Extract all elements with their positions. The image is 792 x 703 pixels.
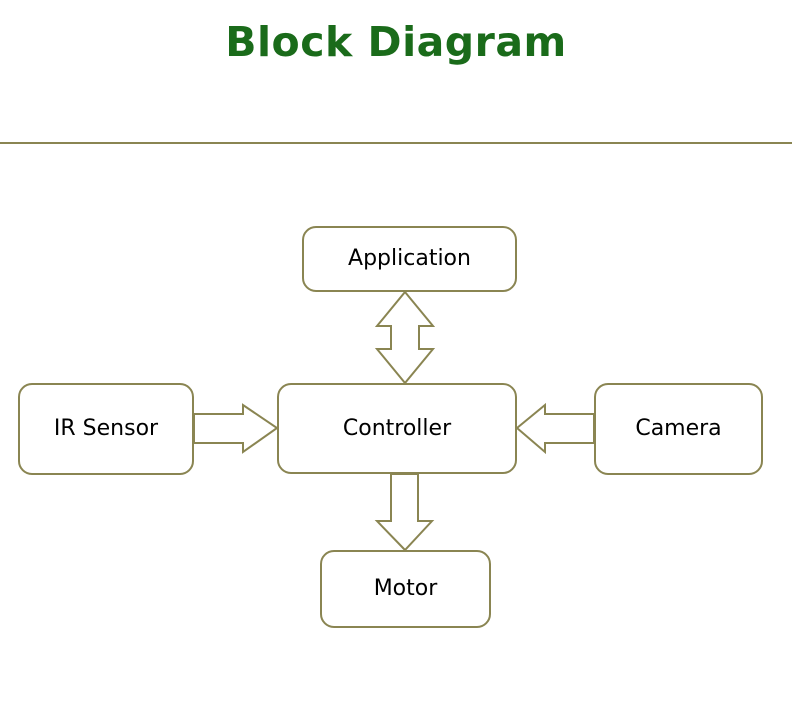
- header-divider: [0, 142, 792, 144]
- node-application[interactable]: Application: [302, 226, 517, 292]
- arrow-camera-controller: [515, 402, 595, 455]
- node-controller[interactable]: Controller: [277, 383, 517, 474]
- arrow-application-controller: [374, 290, 436, 385]
- arrow-controller-motor: [374, 473, 435, 552]
- node-motor[interactable]: Motor: [320, 550, 491, 628]
- node-controller-label: Controller: [342, 415, 452, 441]
- node-ir-sensor-label: IR Sensor: [53, 416, 159, 441]
- node-camera[interactable]: Camera: [594, 383, 763, 475]
- node-motor-label: Motor: [373, 576, 438, 601]
- arrow-ir-sensor-controller: [193, 403, 279, 454]
- node-camera-label: Camera: [635, 416, 722, 441]
- page-title: Block Diagram: [225, 18, 567, 66]
- node-ir-sensor[interactable]: IR Sensor: [18, 383, 194, 475]
- node-application-label: Application: [348, 246, 471, 271]
